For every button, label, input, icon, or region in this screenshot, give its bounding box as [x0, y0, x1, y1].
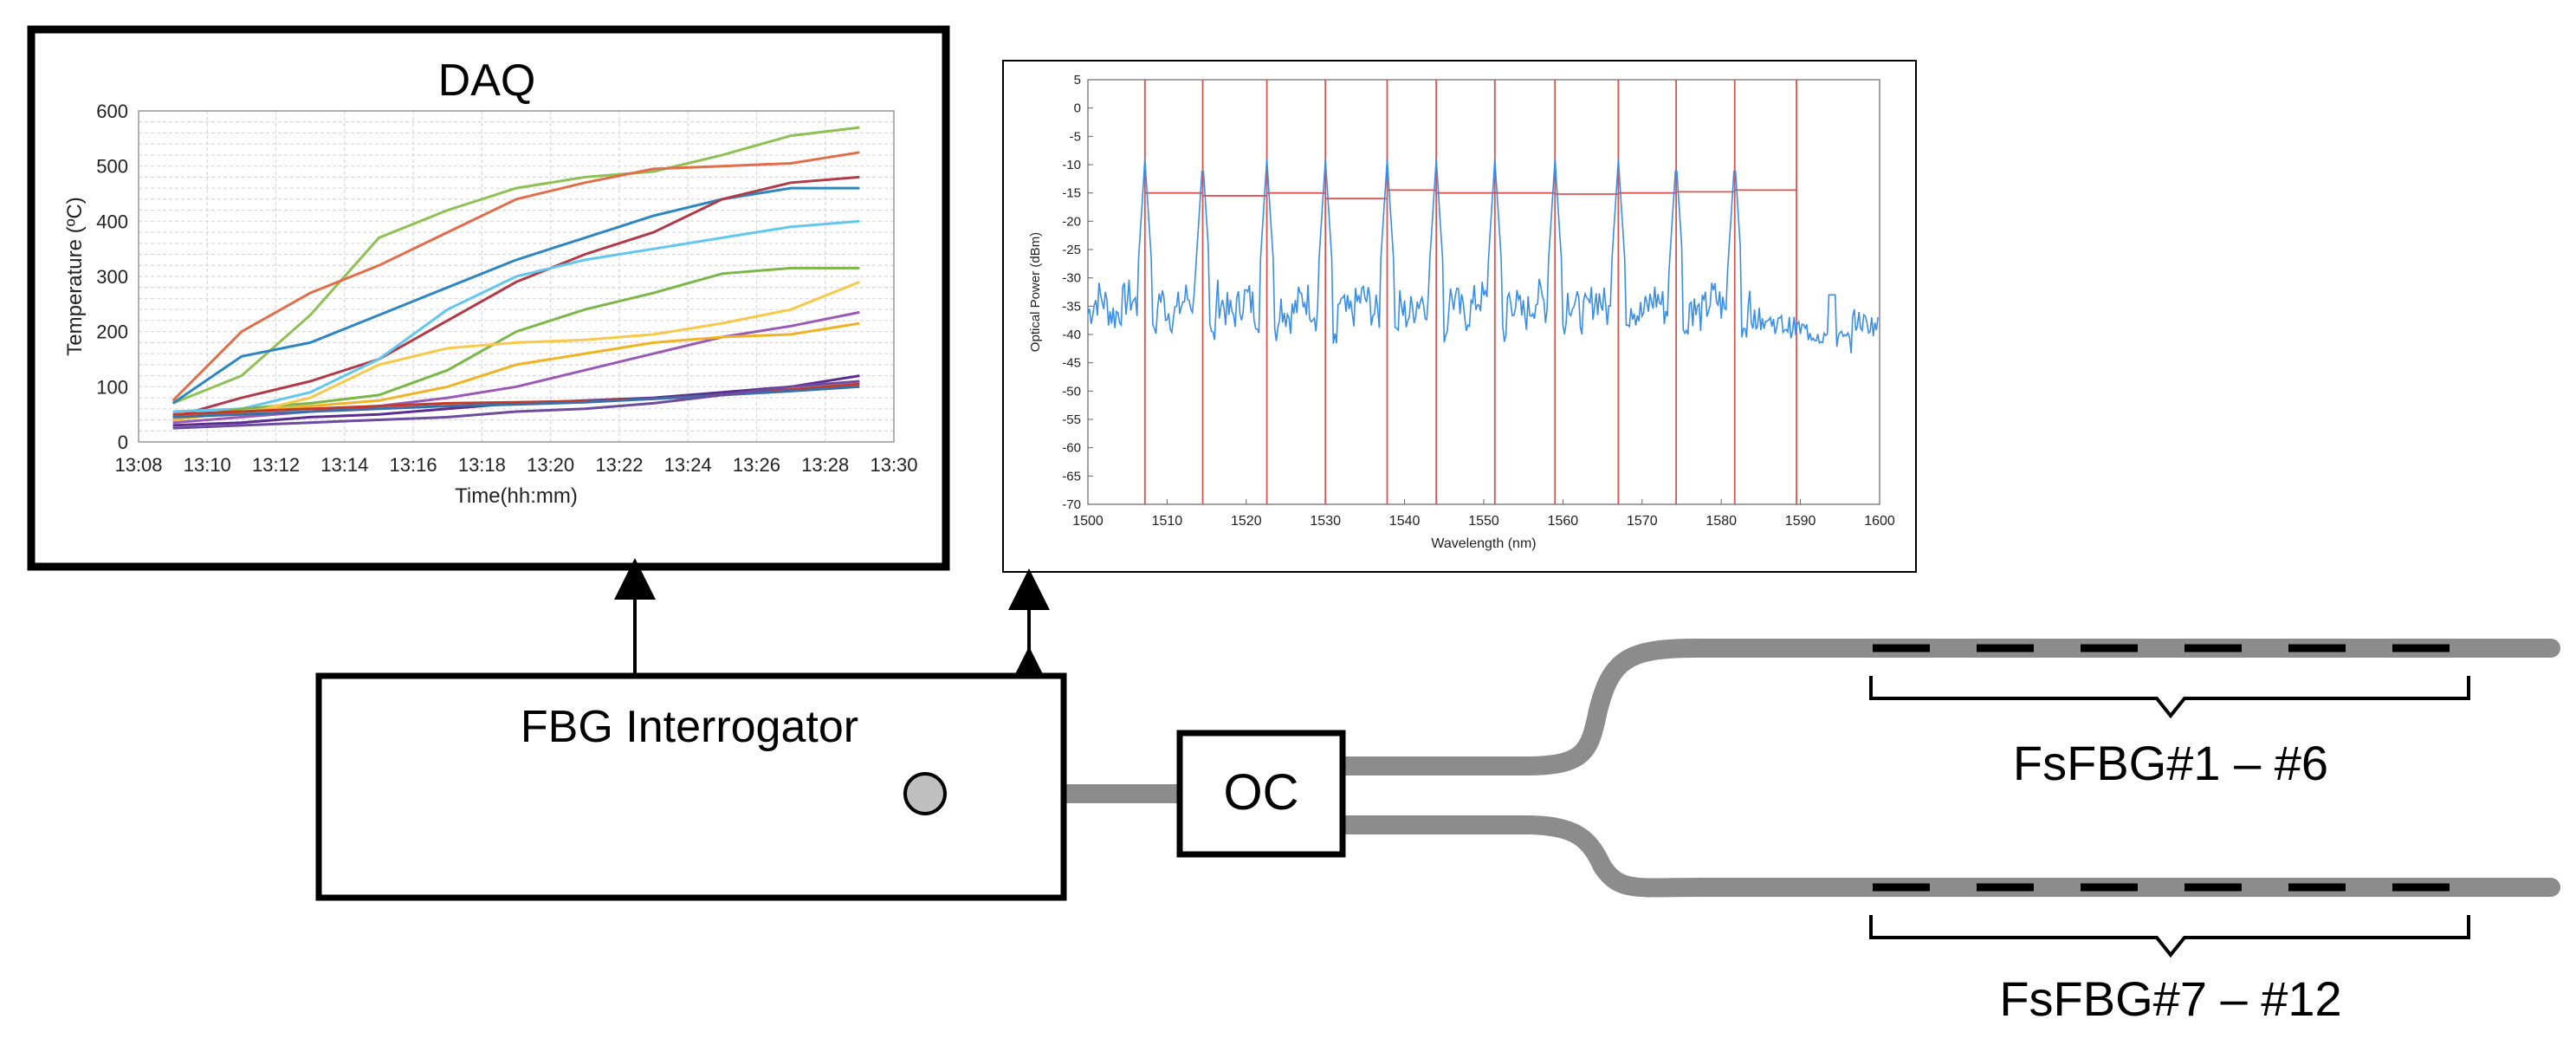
temperature-series-line — [172, 175, 860, 419]
y-tick-label: 300 — [96, 266, 128, 288]
y-tick-label: -70 — [1062, 497, 1081, 512]
fbg-top-label: FsFBG#1 – #6 — [2013, 736, 2328, 790]
y-tick-label: 0 — [118, 432, 128, 453]
spectrum-panel: 1500 1510 1520 1530 1540 1550 1560 1570 1580 1590… — [1002, 60, 1917, 573]
x-tick-label: 1540 — [1389, 514, 1421, 529]
temperature-chart: 13:08 13:10 13:12 13:14 13:16 13:18 13:20 13:22… — [63, 101, 918, 508]
x-axis-label: Wavelength (nm) — [1431, 536, 1536, 551]
y-tick-label: -40 — [1062, 328, 1081, 342]
y-tick-label: -5 — [1070, 129, 1081, 144]
y-tick-label: -30 — [1062, 271, 1081, 286]
interrogator-port — [903, 772, 947, 815]
temperature-series-line — [172, 385, 860, 419]
x-tick-label: 13:10 — [184, 454, 231, 476]
brace-bottom — [1869, 915, 2470, 958]
temperature-series-line — [172, 321, 860, 421]
x-tick-label: 13:20 — [527, 454, 574, 476]
y-tick-label: 400 — [96, 211, 128, 232]
temperature-series-line — [172, 281, 860, 419]
x-tick-label: 13:26 — [733, 454, 780, 476]
x-tick-label: 1580 — [1705, 514, 1737, 529]
y-tick-label: -20 — [1062, 214, 1081, 229]
x-tick-label: 13:28 — [801, 454, 849, 476]
y-tick-label: 5 — [1074, 73, 1081, 88]
y-tick-label: -10 — [1062, 158, 1081, 172]
coupler-label: OC — [1224, 764, 1299, 821]
y-tick-label: 600 — [96, 101, 128, 122]
x-tick-label: 1570 — [1627, 514, 1658, 529]
x-tick-label: 13:16 — [390, 454, 437, 476]
x-tick-label: 13:08 — [114, 454, 162, 476]
fbg-bottom-label: FsFBG#7 – #12 — [1999, 971, 2341, 1026]
y-tick-label: 500 — [96, 156, 128, 178]
x-tick-label: 1510 — [1152, 514, 1183, 529]
y-tick-label: -55 — [1062, 412, 1081, 427]
x-tick-label: 1560 — [1548, 514, 1579, 529]
spectrum-chart: 1500 1510 1520 1530 1540 1550 1560 1570 1580 1590… — [1028, 73, 1895, 551]
x-tick-label: 13:30 — [870, 454, 917, 476]
plot-area — [138, 110, 895, 443]
x-tick-label: 13:24 — [664, 454, 712, 476]
y-tick-label: -25 — [1062, 243, 1081, 257]
y-tick-label: 100 — [96, 376, 128, 398]
x-tick-label: 1550 — [1468, 514, 1499, 529]
x-tick-label: 1590 — [1785, 514, 1816, 529]
temperature-series-line — [172, 266, 860, 421]
temperature-series-line — [172, 151, 860, 402]
y-tick-label: -45 — [1062, 356, 1081, 371]
temperature-series-line — [172, 380, 860, 430]
temperature-series-line — [172, 219, 860, 413]
x-tick-label: 13:14 — [320, 454, 368, 476]
temperature-series-line — [172, 126, 860, 405]
spectrum-trace — [1087, 159, 1879, 354]
y-tick-label: -50 — [1062, 384, 1081, 399]
temperature-series-line — [172, 186, 860, 405]
y-axis-label: Temperature (ºC) — [63, 197, 87, 355]
x-tick-label: 13:18 — [458, 454, 506, 476]
y-axis-label: Optical Power (dBm) — [1028, 232, 1043, 352]
optical-coupler: OC — [1176, 730, 1346, 858]
interrogator-label: FBG Interrogator — [521, 702, 858, 752]
x-tick-label: 1500 — [1072, 514, 1104, 529]
x-tick-label: 1520 — [1231, 514, 1262, 529]
x-tick-label: 13:22 — [595, 454, 643, 476]
x-axis-label: Time(hh:mm) — [455, 484, 578, 508]
x-tick-label: 1600 — [1864, 514, 1895, 529]
brace-top — [1869, 676, 2470, 719]
fbg-interrogator: FBG Interrogator — [315, 672, 1067, 901]
x-tick-label: 1530 — [1310, 514, 1341, 529]
y-tick-label: -60 — [1062, 441, 1081, 456]
y-tick-label: 0 — [1074, 101, 1081, 116]
x-tick-label: 13:12 — [252, 454, 300, 476]
y-tick-label: -15 — [1062, 186, 1081, 201]
y-tick-label: 200 — [96, 321, 128, 343]
fiber-oc-to-top-branch — [1333, 639, 2560, 776]
daq-title: DAQ — [438, 55, 536, 106]
fiber-oc-to-bottom-branch — [1333, 815, 2560, 898]
coupler-box — [1176, 730, 1346, 858]
y-tick-label: -65 — [1062, 469, 1081, 484]
y-tick-label: -35 — [1062, 299, 1081, 314]
